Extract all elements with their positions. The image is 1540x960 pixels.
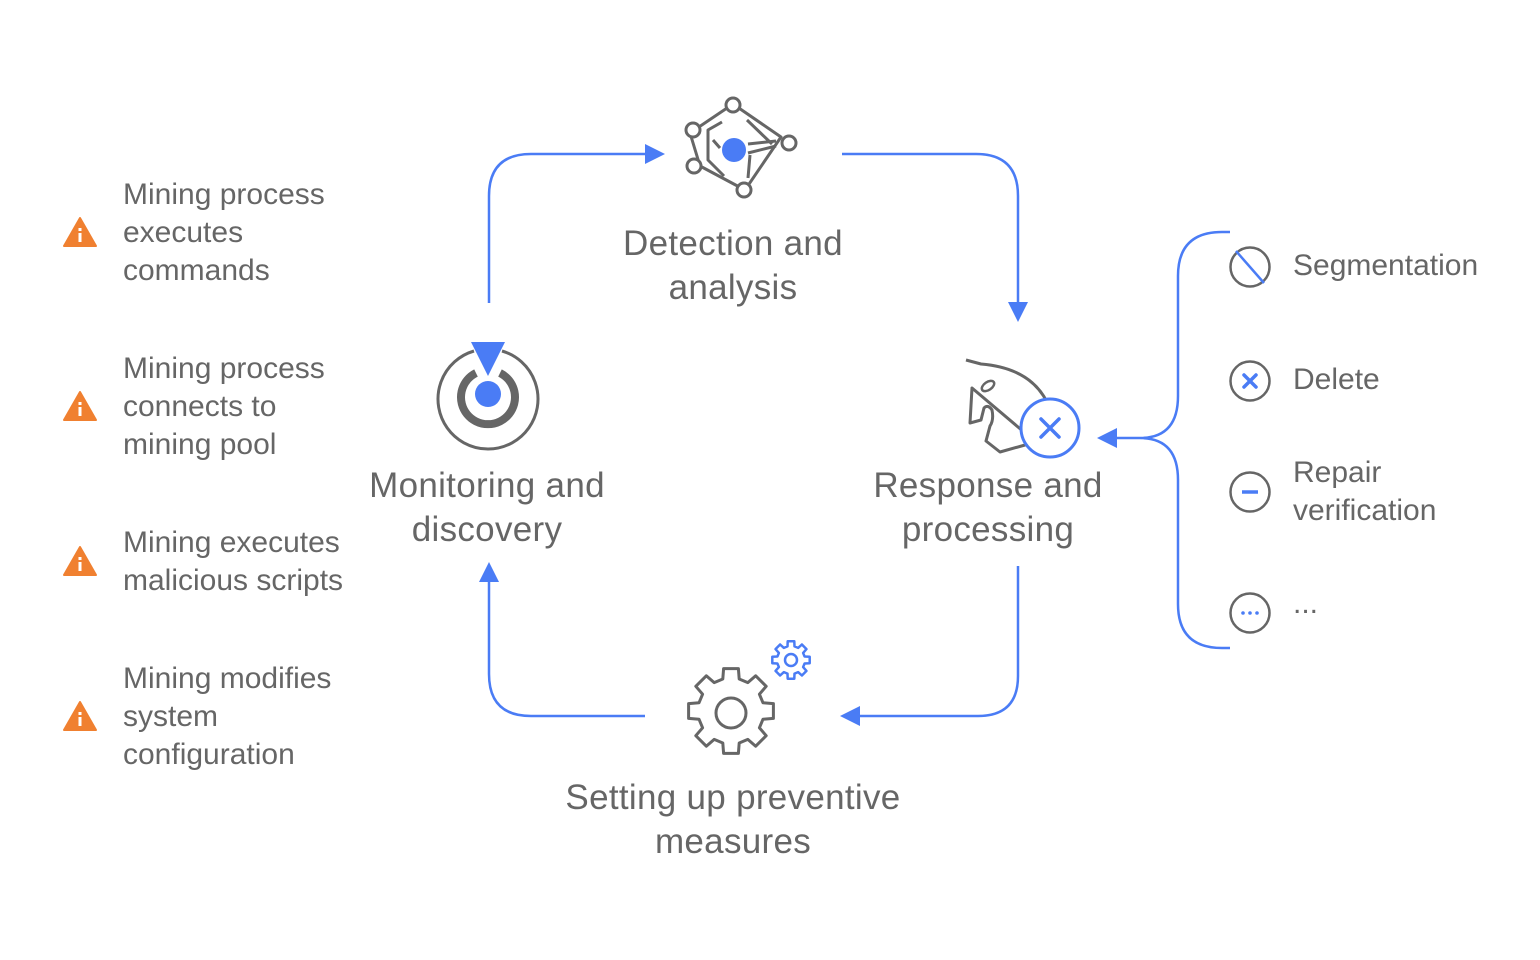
stage-label-detection: Detection and analysis <box>573 222 893 310</box>
warning-icon <box>63 701 97 731</box>
arrow-monitoring-to-detection <box>487 152 650 303</box>
more-circle-icon <box>1229 592 1271 634</box>
stage-label-response: Response and processing <box>828 464 1148 552</box>
threat-text: Mining modifies system configuration <box>123 662 332 771</box>
delete-circle-icon <box>1229 360 1271 402</box>
action-text: ... <box>1293 587 1319 620</box>
stage-label-line: Response and <box>873 466 1103 505</box>
small-gear-icon <box>771 640 811 680</box>
large-gear-outline <box>687 667 775 755</box>
stage-label-line: discovery <box>411 510 563 549</box>
stage-label-prevention: Setting up preventive measures <box>533 776 933 864</box>
radar-target-icon <box>436 342 540 451</box>
arrow-response-to-prevention <box>855 566 1020 718</box>
warning-icon <box>63 546 97 576</box>
arrowhead-brace <box>1097 428 1117 448</box>
threat-text: Mining process connects to mining pool <box>123 352 325 461</box>
threat-text: Mining process executes commands <box>123 178 325 287</box>
warning-icon <box>63 217 97 247</box>
arrow-detection-to-response <box>842 152 1020 305</box>
gears-icon <box>687 640 811 755</box>
network-analysis-icon <box>684 96 798 199</box>
arrowhead-prevention <box>840 706 860 726</box>
knight-delete-icon <box>965 358 1081 459</box>
stage-label-line: processing <box>901 510 1075 549</box>
stage-label-line: Detection and <box>623 224 843 263</box>
arrowhead-response <box>1008 302 1028 322</box>
stage-label-line: analysis <box>668 268 798 307</box>
stage-label-monitoring: Monitoring and discovery <box>327 464 647 552</box>
stage-label-line: Setting up preventive <box>565 778 901 817</box>
stage-label-line: Monitoring and <box>369 466 605 505</box>
stage-label-line: measures <box>654 822 812 861</box>
action-text: Segmentation <box>1293 249 1479 282</box>
flow-arrows <box>479 144 1230 726</box>
warning-icon <box>63 391 97 421</box>
action-text: Delete <box>1293 363 1380 396</box>
actions-brace <box>1139 230 1230 650</box>
small-gear-outline <box>771 640 811 680</box>
minus-circle-icon <box>1229 471 1271 513</box>
arrowhead-detection <box>645 144 665 164</box>
large-gear-icon <box>687 667 775 755</box>
arrowhead-monitoring <box>479 562 499 582</box>
block-icon <box>1229 246 1271 288</box>
action-text: Repair verification <box>1293 456 1437 527</box>
threat-text: Mining executes malicious scripts <box>123 526 344 597</box>
arrow-prevention-to-monitoring <box>487 578 645 718</box>
